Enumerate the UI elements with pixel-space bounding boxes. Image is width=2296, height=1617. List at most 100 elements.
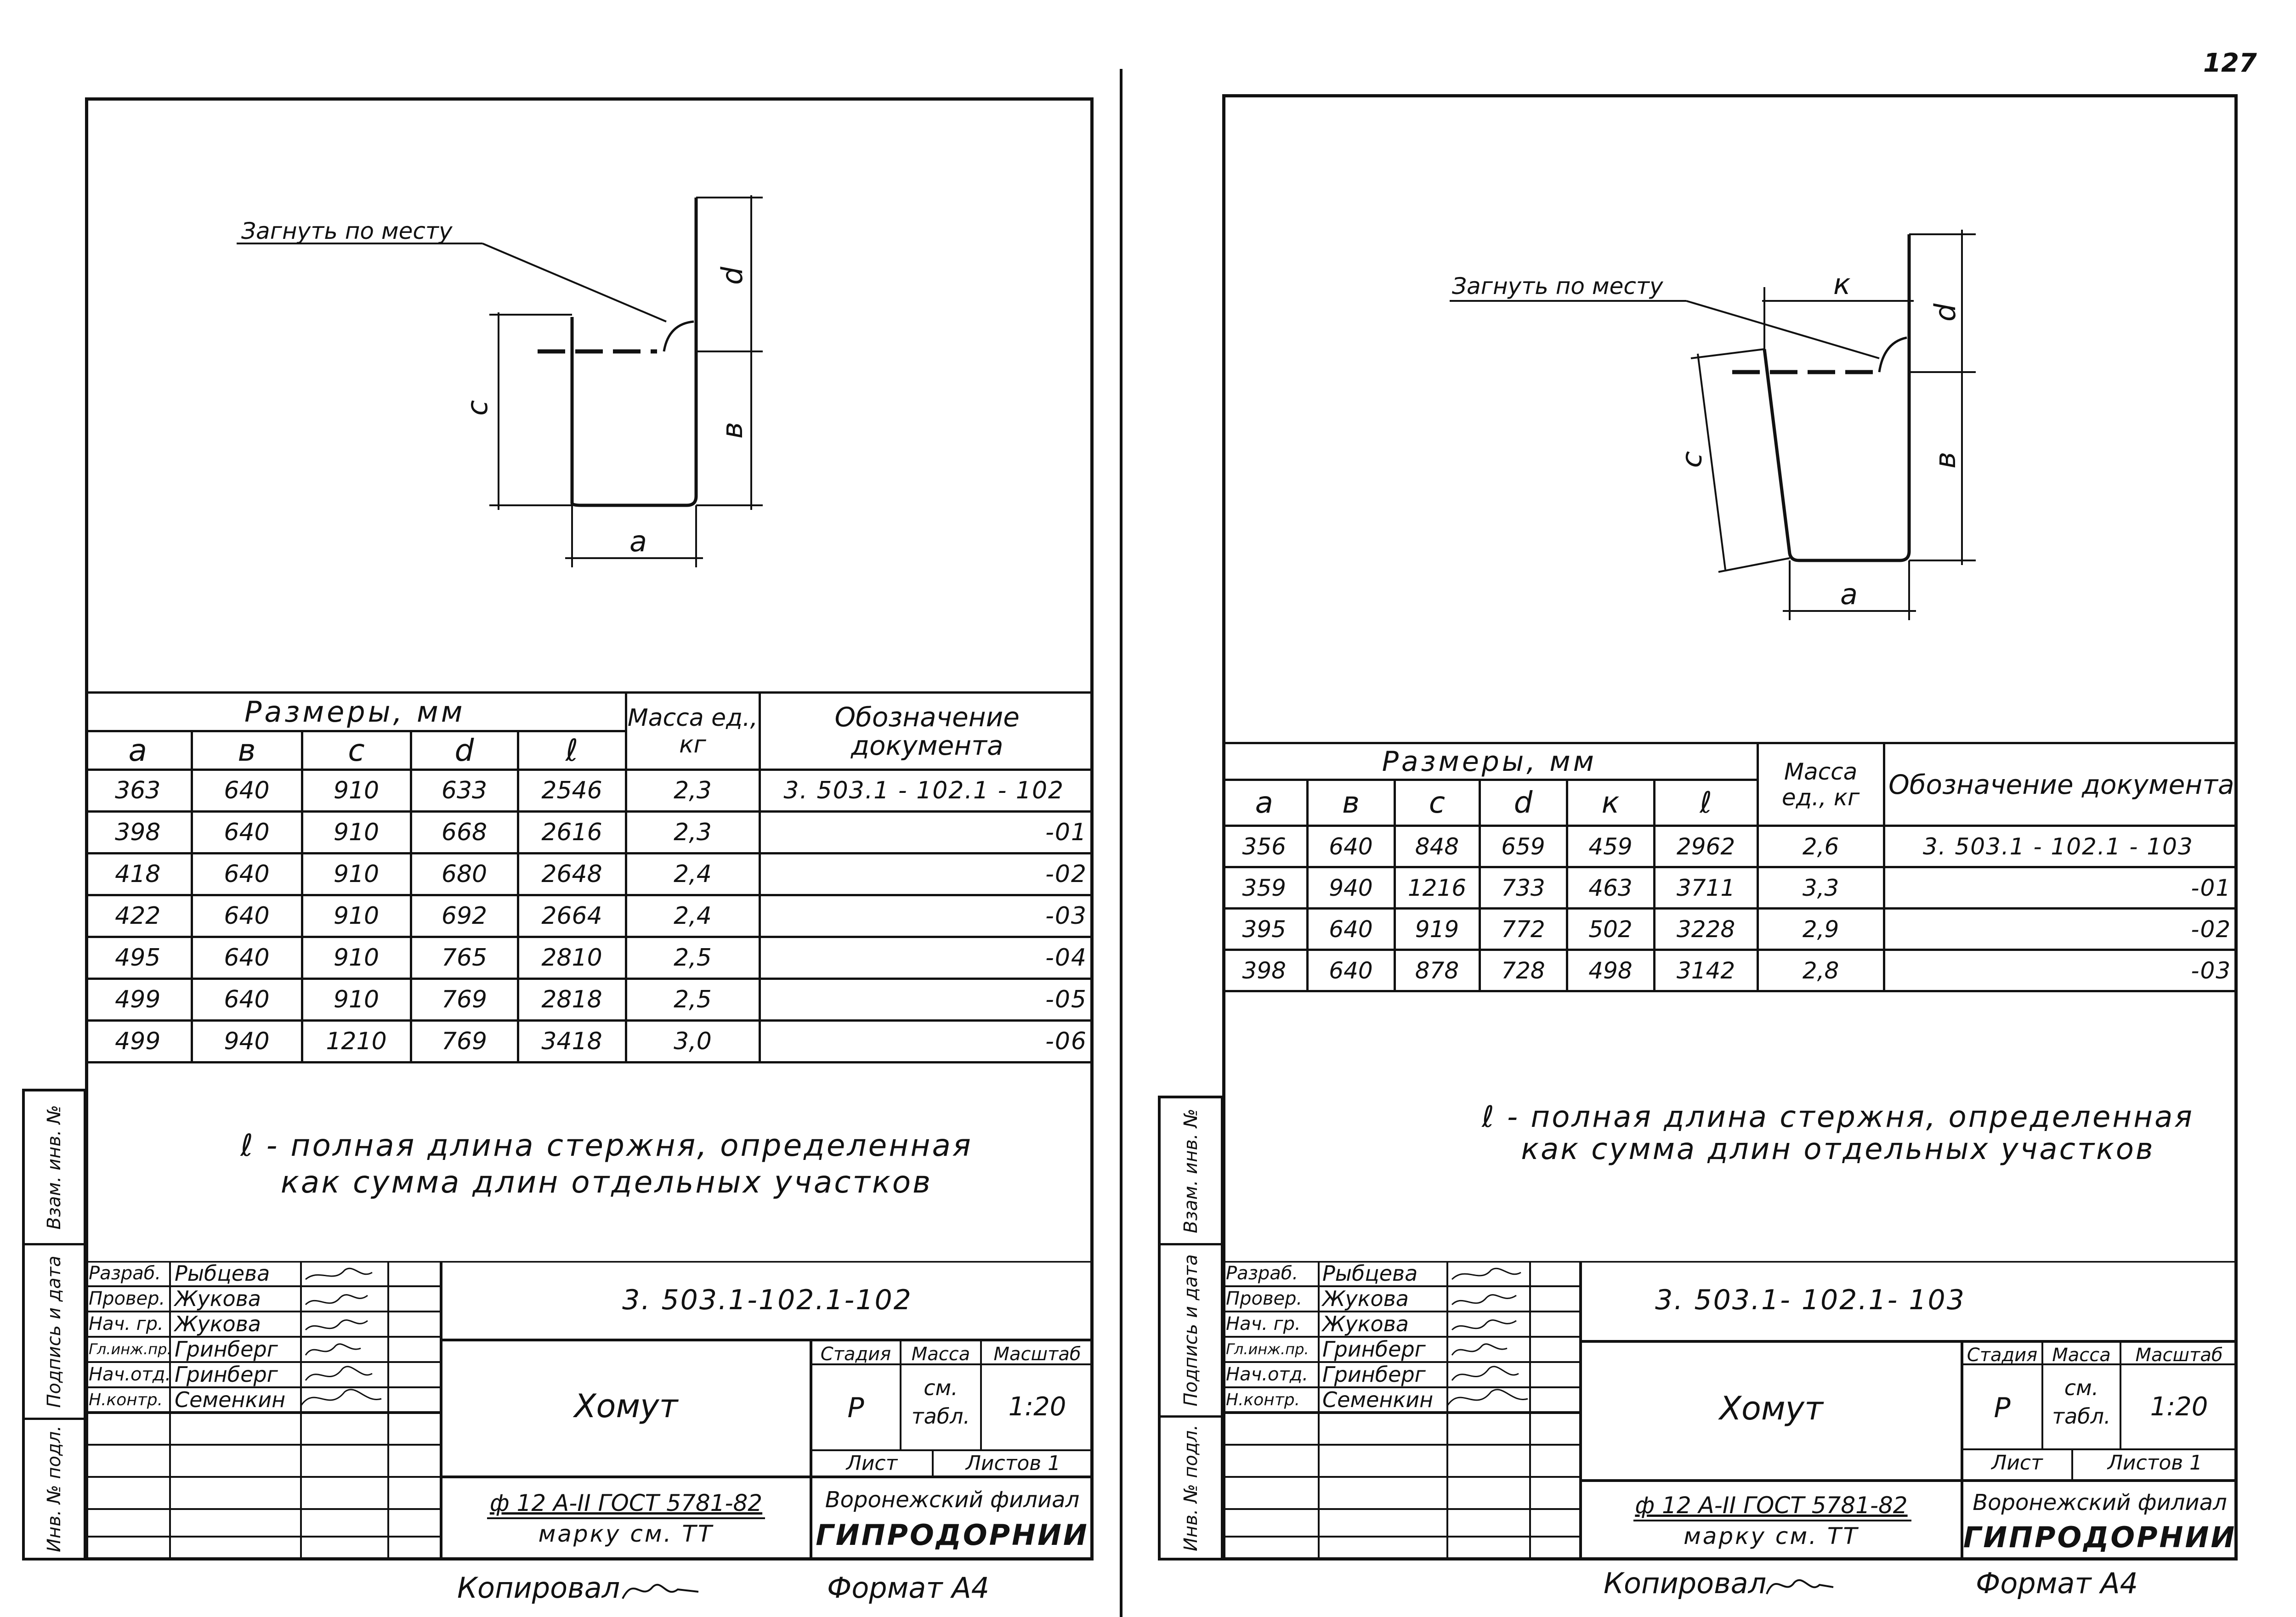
left-title-block: Разраб. Провер. Нач. гр. Гл.инж.пр. Нач.… [85,1261,1094,1560]
left-cell-doc: 3. 503.1 - 102.1 - 102 [758,769,1094,813]
right-cell-c: 1216 [1393,866,1481,910]
left-cell-doc: -03 [758,894,1094,938]
right-cell-m: 3,3 [1756,866,1885,910]
right-scale-header: Масштаб [2135,1345,2223,1366]
left-name-3: Жукова [175,1312,261,1336]
right-col-c: c [1393,779,1481,827]
right-note-line1: ℓ - полная длина стержня, определенная [1482,1100,2194,1134]
left-cell-l: 3418 [516,1019,627,1063]
left-cell-c: 1210 [300,1019,412,1063]
right-title-block: Разраб. Провер. Нач. гр. Гл.инж.пр. Нач.… [1222,1261,2238,1560]
right-cell-doc: -01 [1882,866,2238,910]
left-stage-value: Р [847,1392,864,1424]
right-material-1: ф 12 А-II ГОСТ 5781-82 [1635,1492,1908,1519]
left-column-headers: a в c d ℓ [85,730,1094,771]
left-col-b: в [190,730,303,771]
left-scale-value: 1:20 [1008,1392,1066,1422]
right-mass-value: см. табл. [2052,1375,2111,1429]
left-footer-format: Формат А4 [827,1571,990,1605]
right-note-line2: как сумма длин отдельных участков [1521,1132,2155,1166]
left-cell-b: 640 [190,852,303,896]
left-role-2: Провер. [89,1288,165,1309]
left-col-d: d [409,730,519,771]
right-role-1: Разраб. [1226,1263,1298,1284]
right-cell-k: 463 [1565,866,1655,910]
right-cell-k: 459 [1565,825,1655,868]
left-material-1: ф 12 А-II ГОСТ 5781-82 [489,1490,763,1516]
right-role-4: Гл.инж.пр. [1226,1340,1309,1358]
left-material-2: марку см. ТТ [538,1521,714,1547]
right-name-6: Семенкин [1322,1387,1434,1412]
left-footer-copy: Копировал [457,1571,620,1605]
right-side-label-2: Подпись и дата [1180,1254,1202,1407]
right-cell-a: 398 [1222,949,1309,992]
right-cell-c: 848 [1393,825,1481,868]
right-name-3: Жукова [1322,1312,1409,1336]
left-cell-b: 940 [190,1019,303,1063]
left-cell-b: 640 [190,769,303,813]
right-header-doc: Обозначение документа [1882,742,2238,827]
left-cell-c: 910 [300,852,412,896]
left-cell-doc: -02 [758,852,1094,896]
right-dim-b: в [1928,452,1962,469]
left-cell-c: 910 [300,894,412,938]
right-stage-value: Р [1994,1392,2011,1424]
right-sheet-label: Лист [1991,1451,2043,1475]
right-names: Рыбцева Жукова Жукова Гринберг Гринберг … [1322,1261,1449,1413]
right-org-2: ГИПРОДОРНИИ [1963,1521,2237,1554]
right-cell-d: 772 [1478,907,1568,951]
left-dim-a: a [629,525,647,558]
left-cell-a: 422 [85,894,193,938]
right-cell-c: 919 [1393,907,1481,951]
right-cell-b: 640 [1306,825,1396,868]
left-cell-d: 769 [409,1019,519,1063]
right-cell-k: 498 [1565,949,1655,992]
left-cell-d: 680 [409,852,519,896]
right-dim-k: к [1833,267,1851,301]
left-dim-d: d [715,266,749,285]
left-note-line1: ℓ - полная длина стержня, определенная [240,1128,973,1163]
right-header-group: Размеры, мм [1222,742,1759,781]
left-copy-signature [622,1583,699,1599]
right-cell-m: 2,6 [1756,825,1885,868]
right-cell-m: 2,9 [1756,907,1885,951]
right-cell-l: 3228 [1653,907,1759,951]
right-role-2: Провер. [1226,1288,1303,1309]
right-cell-k: 502 [1565,907,1655,951]
right-col-b: в [1306,779,1396,827]
left-cell-a: 499 [85,1019,193,1063]
left-side-strip: Взам. инв. № Подпись и дата Инв. № подл. [22,1089,86,1560]
left-cell-d: 633 [409,769,519,813]
right-col-k: к [1565,779,1655,827]
right-dim-d: d [1928,303,1962,322]
left-side-cell-2: Подпись и дата [25,1243,84,1418]
right-title: Хомут [1719,1390,1823,1427]
left-cell-d: 765 [409,936,519,980]
right-scale-value: 1:20 [2150,1392,2208,1422]
left-cell-a: 499 [85,978,193,1022]
left-cell-a: 398 [85,810,193,854]
page-number: 127 [2203,48,2257,78]
left-stage-header: Стадия [820,1344,891,1365]
left-cell-a: 418 [85,852,193,896]
right-cell-b: 640 [1306,907,1396,951]
left-cell-c: 910 [300,769,412,813]
right-cell-b: 940 [1306,866,1396,910]
left-sheets-label: Листов 1 [965,1452,1061,1475]
right-footer-copy: Копировал [1604,1566,1767,1600]
left-title: Хомут [574,1387,678,1425]
left-cell-d: 668 [409,810,519,854]
left-cell-a: 363 [85,769,193,813]
left-org-1: Воронежский филиал [825,1487,1080,1513]
right-name-4: Гринберг [1322,1337,1426,1362]
left-cell-m: 3,0 [624,1019,761,1063]
right-side-cell-2: Подпись и дата [1161,1243,1221,1415]
